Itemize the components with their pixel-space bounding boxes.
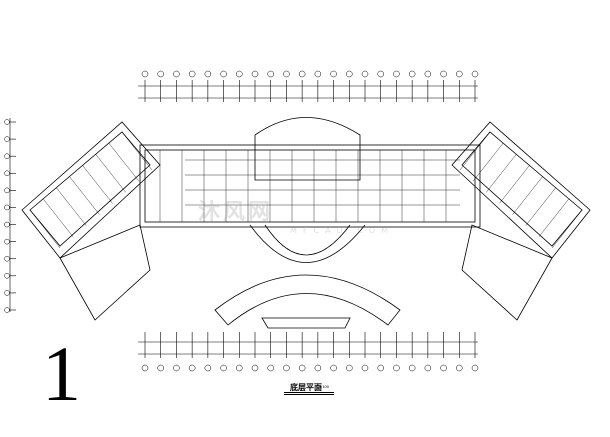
bottom-axis-bubble bbox=[471, 364, 479, 372]
axis-bubbles bbox=[4, 70, 479, 372]
right-wing-partition bbox=[512, 176, 543, 215]
left-wing-partition bbox=[29, 209, 61, 249]
bottom-axis-bubble bbox=[361, 364, 369, 372]
left-axis-bubble bbox=[4, 255, 10, 262]
bottom-axis-bubble bbox=[220, 364, 227, 372]
bottom-axis-bubble bbox=[298, 364, 306, 372]
left-axis-bubble bbox=[4, 153, 10, 159]
left-axis-bubble bbox=[4, 136, 10, 142]
top-axis-bubble bbox=[330, 70, 337, 78]
dimension-lines bbox=[6, 80, 478, 358]
top-axis-bubble bbox=[424, 70, 432, 78]
bottom-axis-bubble bbox=[377, 364, 384, 372]
left-wing-lower bbox=[59, 224, 151, 321]
top-axis-bubble bbox=[471, 70, 479, 78]
title-underline-2 bbox=[284, 394, 334, 395]
bottom-axis-bubble bbox=[424, 364, 432, 372]
bottom-axis-bubble bbox=[283, 364, 290, 372]
left-wing-inner bbox=[29, 131, 151, 247]
top-axis-bubble bbox=[141, 70, 149, 78]
top-axis-bubble bbox=[267, 70, 274, 78]
left-axis-bubble bbox=[4, 290, 10, 296]
top-axis-bubble bbox=[456, 70, 463, 78]
right-wing-partition bbox=[538, 198, 570, 237]
left-wing-partition bbox=[42, 198, 74, 237]
bottom-axis-bubble bbox=[157, 364, 164, 372]
top-axis-bubble bbox=[220, 70, 227, 78]
right-wing-partition bbox=[525, 187, 556, 226]
top-axis-bubble bbox=[236, 70, 243, 78]
left-wing-partition bbox=[95, 154, 126, 193]
bottom-axis-bubble bbox=[440, 364, 447, 372]
left-axis-bubble bbox=[4, 307, 10, 313]
bottom-axis-bubble bbox=[204, 364, 212, 372]
bottom-axis-bubble bbox=[141, 364, 149, 372]
top-axis-bubble bbox=[440, 70, 447, 78]
rotunda-top bbox=[254, 117, 361, 181]
watermark-subtext: MFCAD.COM bbox=[290, 226, 395, 235]
left-axis-bubble bbox=[4, 119, 10, 125]
left-wing bbox=[21, 121, 161, 259]
left-wing-partition bbox=[56, 187, 87, 226]
bottom-axis-bubble bbox=[251, 364, 259, 372]
entrance-steps bbox=[261, 317, 351, 329]
left-axis-bubble bbox=[4, 273, 10, 279]
bottom-axis-bubble bbox=[173, 364, 180, 372]
top-axis-bubble bbox=[157, 70, 164, 78]
watermark-text: 沐风网 bbox=[198, 200, 274, 225]
sheet-number: 1 bbox=[42, 330, 81, 417]
plan-title: 底层平面 bbox=[290, 383, 322, 392]
bottom-axis-bubble bbox=[456, 364, 463, 372]
title-underline bbox=[284, 392, 334, 393]
left-axis-bubble bbox=[4, 221, 10, 228]
top-axis-bubble bbox=[314, 70, 322, 78]
bottom-axis-bubble bbox=[408, 364, 416, 372]
left-wing-partition bbox=[82, 165, 113, 204]
right-wing-partition bbox=[551, 209, 583, 249]
top-axis-bubble bbox=[173, 70, 180, 78]
left-axis-bubble bbox=[4, 204, 10, 211]
right-wing-inner bbox=[461, 131, 583, 247]
top-axis-bubble bbox=[393, 70, 400, 78]
central-block-inner bbox=[144, 149, 476, 223]
top-axis-bubble bbox=[377, 70, 384, 78]
bottom-axis-bubble bbox=[330, 364, 337, 372]
top-axis-bubble bbox=[346, 70, 353, 78]
left-axis-bubble bbox=[4, 170, 10, 177]
bottom-axis-bubble bbox=[393, 364, 400, 372]
bottom-axis-bubble bbox=[188, 364, 196, 372]
bottom-axis-bubble bbox=[346, 364, 353, 372]
left-axis-bubble bbox=[4, 187, 10, 194]
bottom-axis-bubble bbox=[236, 364, 243, 372]
top-axis-bubble bbox=[204, 70, 212, 78]
bottom-axis-bubble bbox=[314, 364, 322, 372]
top-axis-bubble bbox=[283, 70, 290, 78]
rotunda-front bbox=[249, 224, 366, 263]
right-wing-partition bbox=[486, 154, 517, 193]
left-wing-partition bbox=[108, 143, 140, 182]
right-wing-partition bbox=[472, 143, 504, 182]
top-axis-bubble bbox=[408, 70, 416, 78]
top-axis-bubble bbox=[251, 70, 259, 78]
rotunda-front-inner bbox=[264, 224, 351, 256]
walls bbox=[21, 117, 591, 329]
central-block bbox=[139, 144, 481, 228]
entrance-canopy bbox=[214, 274, 401, 326]
right-wing-lower bbox=[461, 224, 553, 321]
top-axis-bubble bbox=[188, 70, 196, 78]
top-axis-bubble bbox=[361, 70, 369, 78]
right-wing-partition bbox=[499, 165, 530, 204]
bottom-axis-bubble bbox=[267, 364, 274, 372]
left-wing-partition bbox=[69, 176, 100, 215]
right-wing bbox=[451, 121, 591, 259]
left-wing-partition bbox=[121, 131, 153, 171]
left-axis-bubble bbox=[4, 238, 10, 245]
plan-scale: 1:100 bbox=[319, 384, 330, 389]
top-axis-bubble bbox=[298, 70, 306, 78]
plan-details bbox=[29, 131, 583, 249]
right-wing-partition bbox=[459, 131, 491, 171]
